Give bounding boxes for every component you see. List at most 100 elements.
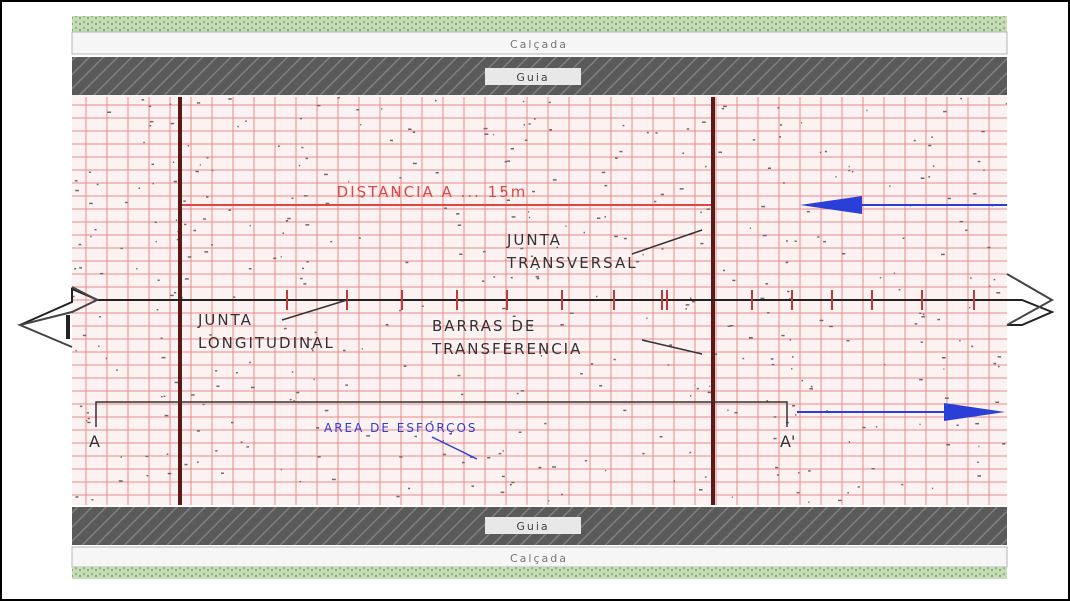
speckle (941, 357, 946, 359)
speckle (161, 396, 163, 398)
speckle (914, 323, 918, 325)
speckle (233, 296, 236, 298)
speckle (462, 461, 465, 464)
speckle (528, 211, 530, 213)
speckle (776, 474, 780, 476)
speckle (623, 409, 627, 412)
speckle (120, 247, 123, 250)
speckle (792, 405, 796, 407)
speckle (412, 131, 416, 133)
speckle (614, 235, 618, 238)
speckle (920, 341, 923, 343)
speckle (795, 414, 797, 416)
speckle (316, 427, 320, 429)
speckle (360, 123, 362, 126)
speckle (299, 481, 302, 483)
break-symbol-right (1006, 273, 1055, 326)
speckle (183, 200, 186, 202)
speckle (72, 295, 75, 298)
top-curb-label: Guia (516, 71, 549, 84)
speckle (143, 141, 145, 144)
speckle (642, 253, 644, 256)
speckle (430, 421, 433, 423)
speckle (679, 188, 684, 190)
speckle (565, 225, 567, 227)
speckle (79, 405, 83, 408)
speckle (170, 294, 174, 297)
speckle (700, 211, 702, 214)
speckle (548, 500, 550, 502)
speckle (501, 190, 503, 193)
speckle (590, 363, 594, 365)
section-mark-right: A' (780, 432, 795, 451)
speckle (280, 468, 282, 471)
speckle (291, 197, 294, 199)
speckle (947, 197, 951, 200)
speckle (989, 285, 991, 287)
top-sidewalk-label: Calçada (510, 38, 568, 51)
speckle (157, 279, 160, 281)
speckle (777, 107, 780, 109)
speckle (723, 105, 727, 108)
speckle (175, 219, 177, 221)
speckle (471, 485, 475, 487)
bottom-edge-strip (72, 567, 1007, 579)
speckle (287, 217, 291, 220)
speckle (164, 414, 169, 417)
speckle (173, 180, 177, 183)
speckle (808, 470, 811, 472)
speckle (848, 165, 850, 168)
speckle (646, 317, 648, 319)
speckle (99, 272, 104, 275)
speckle (857, 486, 860, 488)
speckle (983, 169, 985, 171)
speckle (661, 248, 664, 250)
speckle (971, 345, 974, 348)
speckle (993, 278, 996, 281)
transfer-bars-label-line1: BARRAS DE (432, 317, 536, 335)
speckle (313, 378, 315, 381)
longitudinal-joint-leader (281, 299, 348, 321)
speckle (548, 101, 551, 104)
speckle (197, 102, 201, 104)
speckle (120, 456, 122, 458)
speckle (714, 353, 718, 355)
speckle (206, 196, 209, 198)
speckle (184, 278, 189, 280)
speckle (510, 148, 514, 150)
speckle (532, 190, 535, 193)
speckle (403, 365, 407, 367)
speckle (74, 180, 78, 182)
speckle (203, 218, 206, 220)
speckle (689, 451, 692, 454)
speckle (604, 216, 606, 218)
speckle (959, 340, 961, 342)
speckle (163, 395, 166, 397)
speckle (732, 279, 736, 282)
speckle (707, 391, 712, 394)
speckle (444, 207, 447, 209)
speckle (1005, 102, 1007, 105)
speckle (278, 145, 280, 147)
speckle (199, 164, 201, 166)
speckle (667, 364, 670, 366)
speckle (622, 124, 625, 127)
speckle (231, 421, 234, 424)
speckle (389, 139, 393, 142)
speckle (893, 272, 895, 274)
speckle (960, 97, 963, 100)
speckle (228, 98, 232, 100)
speckle (195, 170, 199, 173)
speckle (536, 277, 540, 280)
speckle (303, 195, 308, 197)
flow-arrow-lower (797, 403, 1005, 421)
speckle (660, 193, 664, 196)
speckle (794, 240, 797, 242)
speckle (148, 105, 152, 108)
speckle (596, 295, 598, 298)
speckle (702, 121, 706, 123)
speckle (919, 378, 923, 381)
speckle (775, 466, 779, 469)
speckle (501, 475, 505, 478)
